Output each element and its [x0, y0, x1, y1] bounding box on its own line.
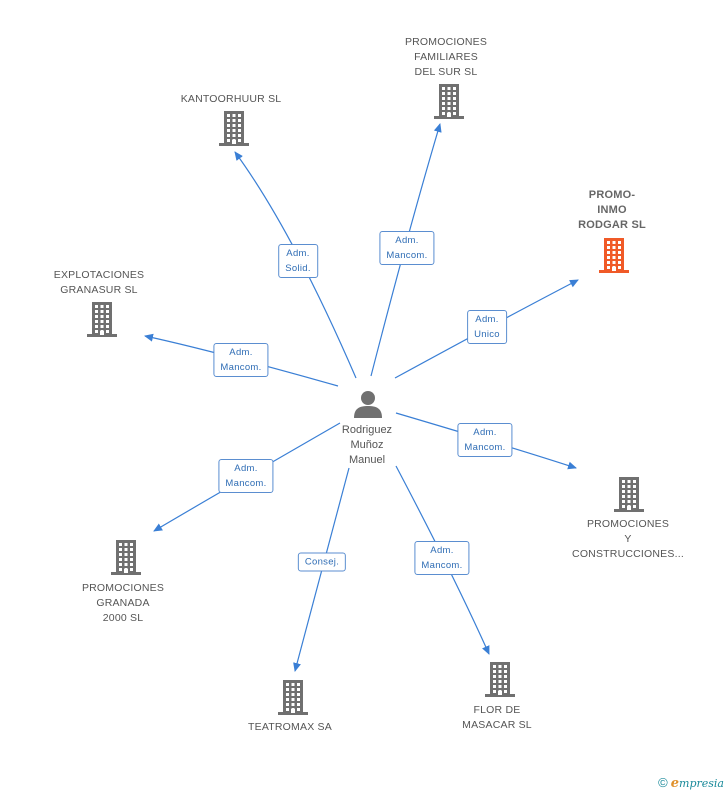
- brand-footer: © empresia: [658, 775, 724, 791]
- person-node[interactable]: [352, 389, 384, 424]
- company-label-rodgar[interactable]: PROMO- INMO RODGAR SL: [578, 189, 646, 231]
- role-badge-teatromax: Consej.: [297, 552, 347, 572]
- company-label-familiares[interactable]: PROMOCIONES FAMILIARES DEL SUR SL: [404, 36, 488, 78]
- company-label-teatromax[interactable]: TEATROMAX SA: [248, 721, 332, 733]
- brand-logo-initial: e: [670, 776, 680, 791]
- company-label-explotaciones[interactable]: EXPLOTACIONES GRANASUR SL: [53, 269, 145, 296]
- person-name[interactable]: Rodriguez Muñoz Manuel: [341, 424, 393, 466]
- brand-logo-text: mpresia: [679, 777, 724, 790]
- role-badge-familiares: Adm. Mancom.: [379, 231, 435, 265]
- building-icon[interactable]: [433, 83, 465, 124]
- person-icon: [354, 391, 382, 418]
- role-badge-granada: Adm. Mancom.: [218, 459, 274, 493]
- role-badge-masacar: Adm. Mancom.: [414, 541, 470, 575]
- role-badge-construcciones: Adm. Mancom.: [457, 423, 513, 457]
- building-icon[interactable]: [86, 301, 118, 342]
- role-badge-kantoorhuur: Adm. Solid.: [278, 244, 318, 278]
- building-icon[interactable]: [613, 476, 645, 517]
- building-icon[interactable]: [277, 679, 309, 720]
- company-label-kantoorhuur[interactable]: KANTOORHUUR SL: [180, 93, 282, 105]
- company-label-masacar[interactable]: FLOR DE MASACAR SL: [462, 704, 532, 731]
- building-icon[interactable]: [110, 539, 142, 580]
- company-label-construcciones[interactable]: PROMOCIONES Y CONSTRUCCIONES...: [572, 518, 684, 560]
- role-badge-explotaciones: Adm. Mancom.: [213, 343, 269, 377]
- building-icon[interactable]: [218, 110, 250, 151]
- company-label-granada[interactable]: PROMOCIONES GRANADA 2000 SL: [81, 582, 165, 624]
- edge-teatromax: [293, 467, 350, 672]
- role-badge-rodgar: Adm. Unico: [467, 310, 507, 344]
- copyright-icon: ©: [658, 775, 668, 790]
- building-icon[interactable]: [484, 661, 516, 702]
- building-icon[interactable]: [598, 237, 630, 278]
